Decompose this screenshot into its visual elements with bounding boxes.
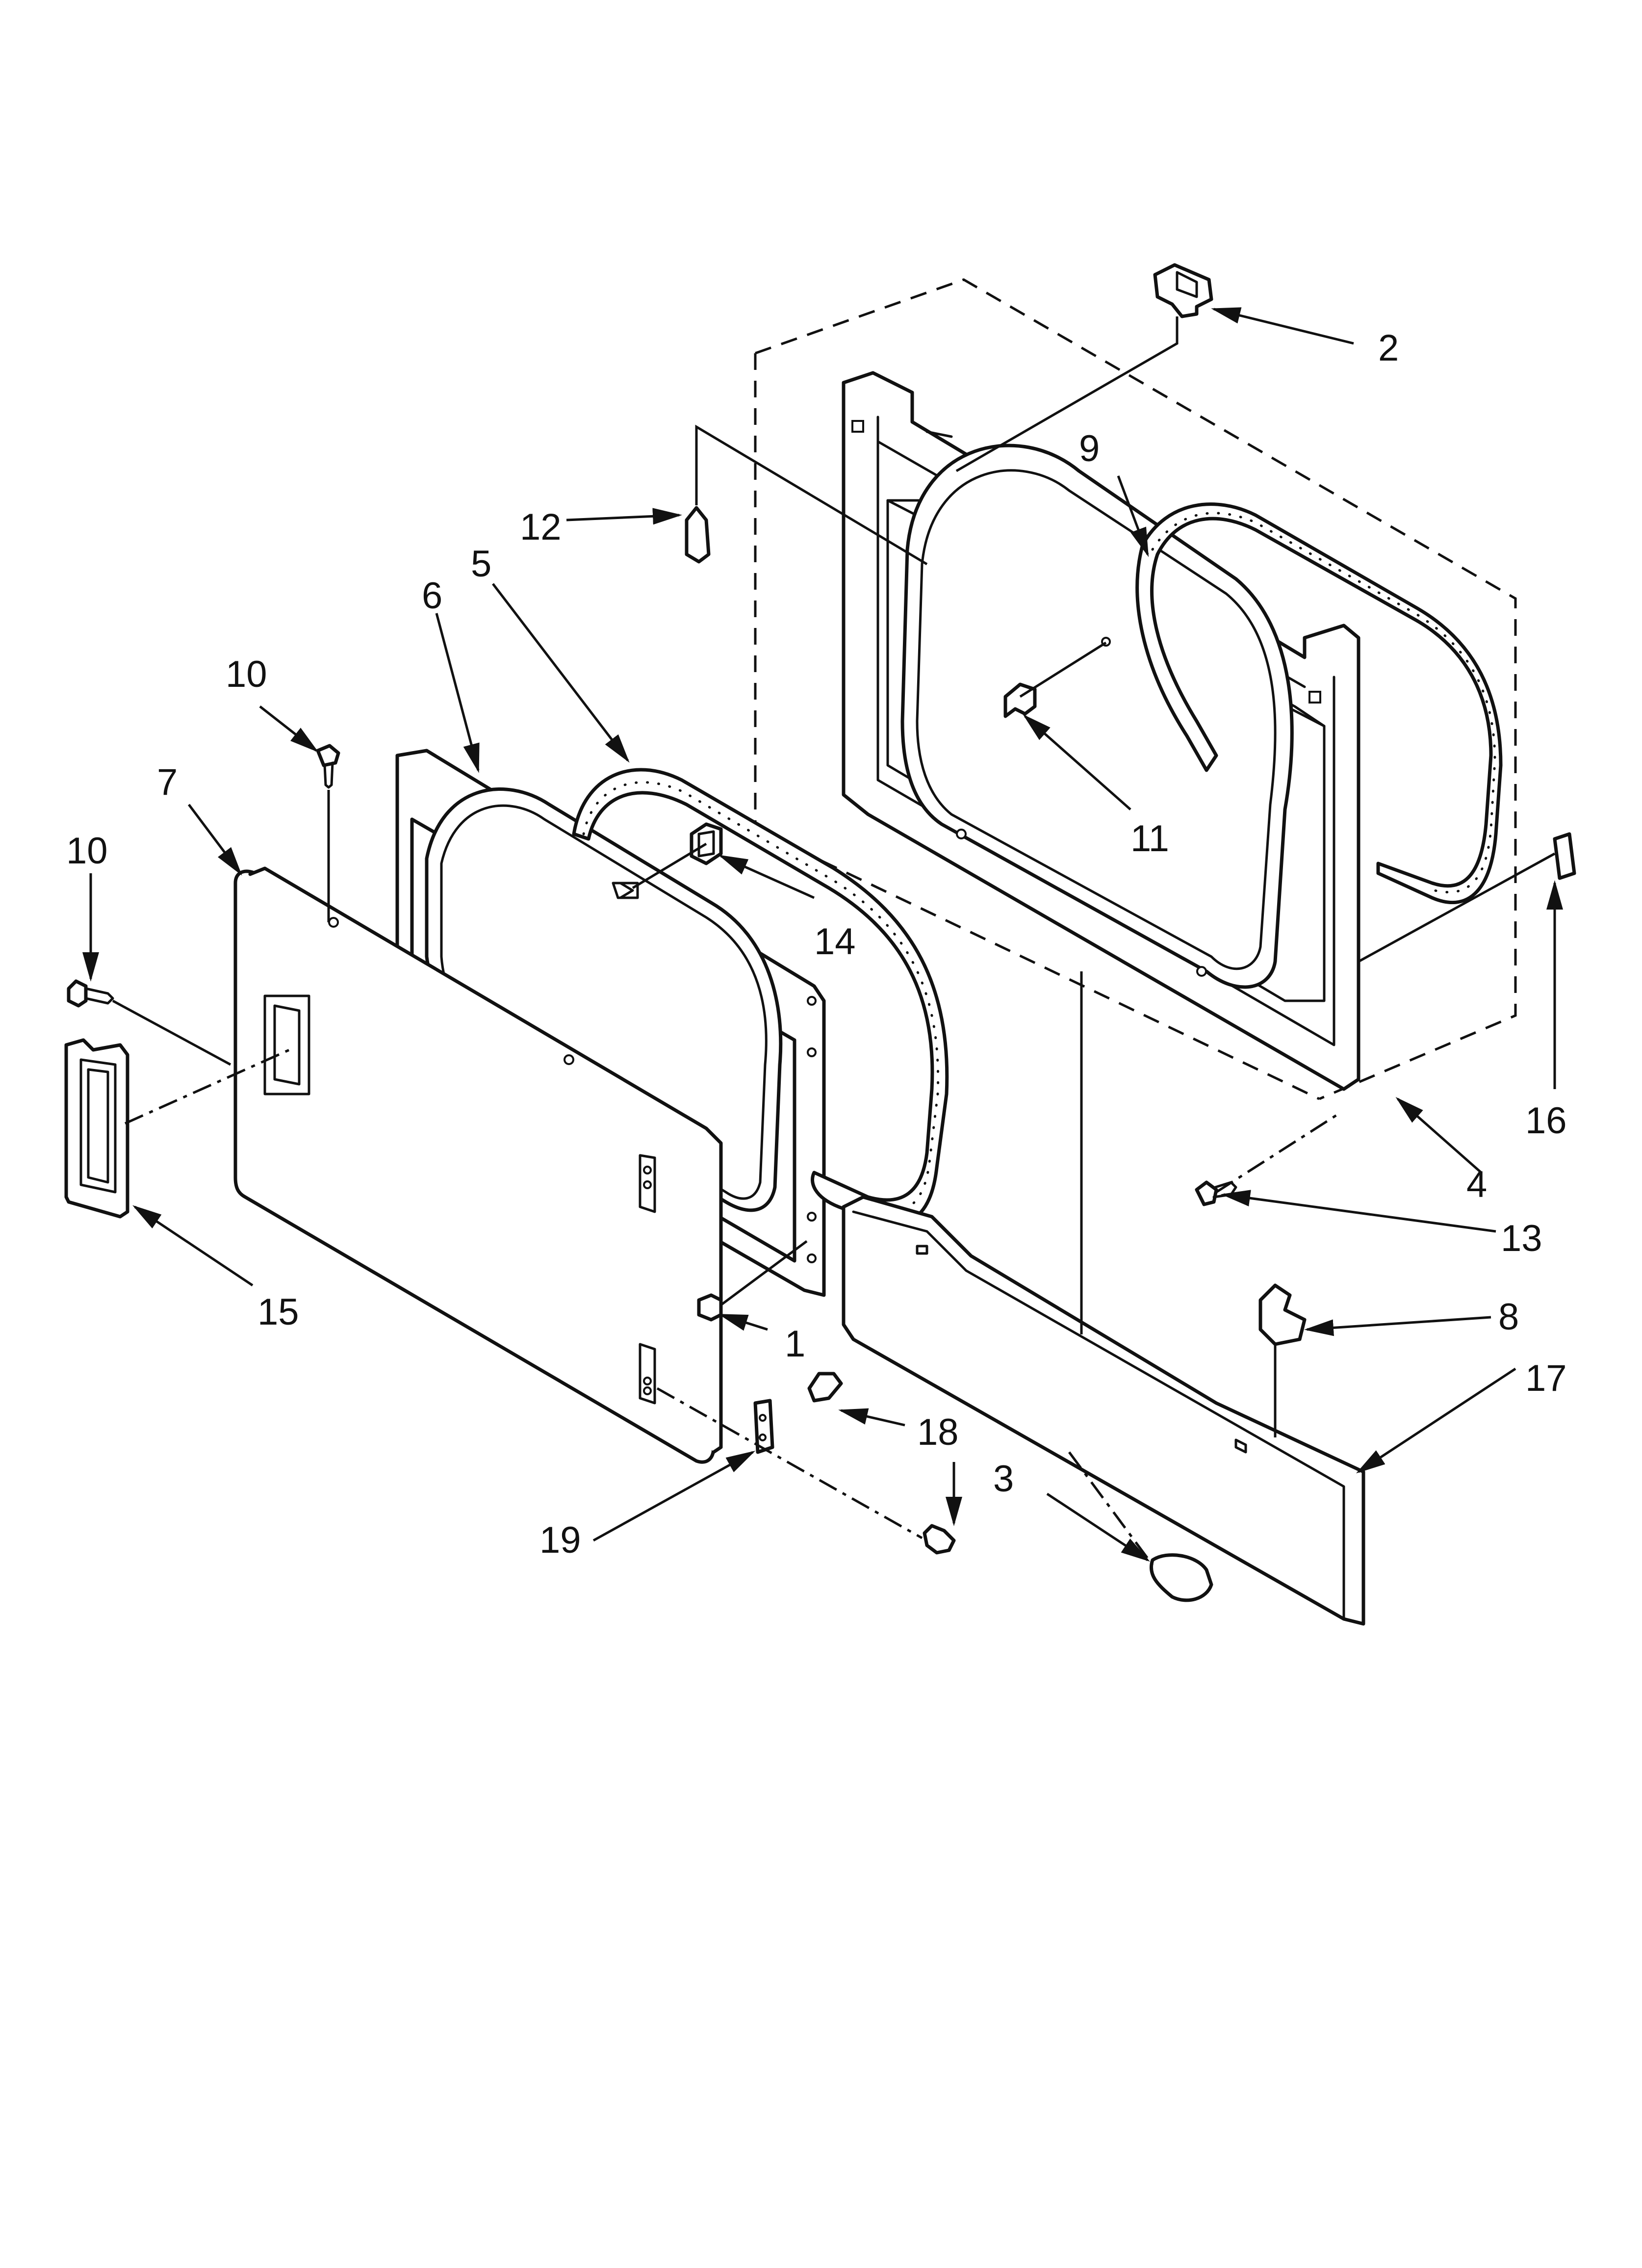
part-10-screw-top (316, 744, 340, 789)
callout-11: 11 (1130, 818, 1169, 860)
part-10-screw-left (67, 979, 114, 1008)
part-9-drum-seal (1135, 502, 1503, 904)
part-1-door-bumper (697, 1293, 723, 1322)
callout-9: 9 (1079, 428, 1100, 469)
callout-19: 19 (539, 1519, 581, 1561)
part-12-screw (685, 506, 711, 564)
callout-13: 13 (1501, 1218, 1542, 1259)
part-3-foot-pad (1149, 1553, 1213, 1602)
part-16-clip (1553, 832, 1576, 880)
callout-6: 6 (422, 575, 442, 617)
part-17-toe-panel (842, 1195, 1365, 1626)
callout-18: 18 (917, 1411, 959, 1453)
callout-10-left: 10 (66, 830, 108, 872)
callout-leaders (82, 307, 1563, 1562)
part-5-door-gasket (572, 768, 949, 1226)
callout-15: 15 (257, 1291, 299, 1333)
part-7-outer-door (233, 866, 723, 1464)
callout-3: 3 (993, 1458, 1014, 1500)
part-2-door-switch (1153, 263, 1213, 318)
part-13-screw (1195, 1180, 1237, 1206)
callout-5: 5 (471, 543, 491, 585)
callout-4: 4 (1466, 1164, 1487, 1205)
callout-2: 2 (1378, 327, 1399, 369)
callout-7: 7 (157, 761, 178, 803)
part-18-screw-lower (923, 1524, 956, 1555)
part-8-panel-clip (1258, 1283, 1307, 1346)
callout-14: 14 (814, 921, 856, 963)
part-18-screw-upper (807, 1372, 843, 1403)
callout-8: 8 (1498, 1296, 1519, 1338)
assembly-lines (112, 316, 1556, 1566)
callout-17: 17 (1525, 1357, 1567, 1399)
part-4-front-panel (842, 371, 1360, 1091)
callout-12: 12 (520, 506, 562, 548)
callout-10-top: 10 (226, 653, 267, 695)
callout-1: 1 (785, 1323, 805, 1365)
part-19-hinge (753, 1399, 774, 1454)
callout-labels: 2 9 12 5 6 10 7 10 11 14 16 4 13 15 8 1 … (66, 327, 1567, 1561)
callout-16: 16 (1525, 1100, 1567, 1142)
part-15-door-handle (64, 1038, 129, 1219)
